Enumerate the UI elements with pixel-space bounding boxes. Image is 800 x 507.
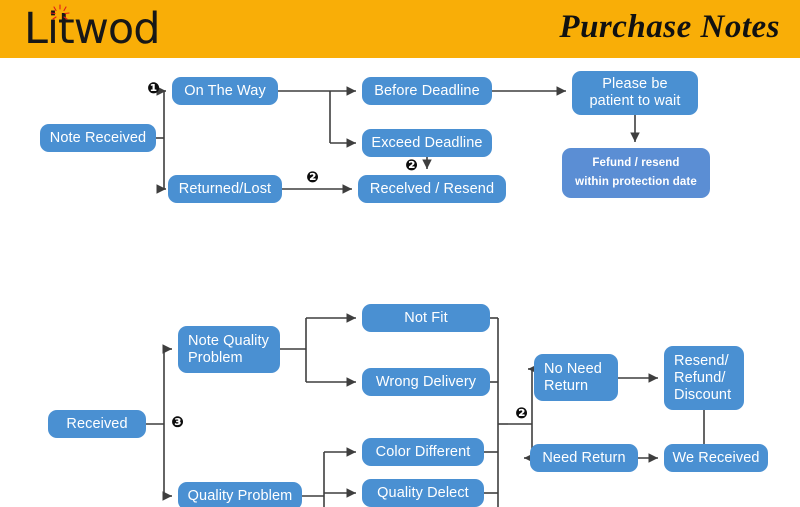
node-quality-problem[interactable]: Quality Problem	[178, 482, 302, 507]
node-please-wait[interactable]: Please be patient to wait	[572, 71, 698, 115]
flowchart-canvas: Note Received On The Way Returned/Lost B…	[0, 58, 800, 507]
brand-logo-text: Litwod	[24, 4, 161, 54]
node-we-received[interactable]: We Received	[664, 444, 768, 472]
step-marker-2-exceed: ❷	[405, 156, 418, 174]
step-marker-3: ❸	[171, 413, 184, 431]
step-marker-2-merge: ❷	[515, 404, 528, 422]
node-received-resend[interactable]: Recelved / Resend	[358, 175, 506, 203]
brand-logo: Litwod	[24, 4, 161, 54]
node-exceed-deadline[interactable]: Exceed Deadline	[362, 129, 492, 157]
node-before-deadline[interactable]: Before Deadline	[362, 77, 492, 105]
page-header: Litwod Purchase Notes	[0, 0, 800, 58]
node-wrong-delivery[interactable]: Wrong Delivery	[362, 368, 490, 396]
node-resend-refund[interactable]: Resend/ Refund/ Discount	[664, 346, 744, 410]
node-quality-delect[interactable]: Quality Delect	[362, 479, 484, 507]
node-note-received[interactable]: Note Received	[40, 124, 156, 152]
node-color-different[interactable]: Color Different	[362, 438, 484, 466]
step-marker-1: ❶	[147, 79, 160, 97]
node-not-fit[interactable]: Not Fit	[362, 304, 490, 332]
node-no-need-return[interactable]: No Need Return	[534, 354, 618, 401]
node-refund-resend[interactable]: Fefund / resend within protection date	[562, 148, 710, 198]
node-note-quality[interactable]: Note Quality Problem	[178, 326, 280, 373]
node-returned-lost[interactable]: Returned/Lost	[168, 175, 282, 203]
sun-dot-icon	[50, 4, 70, 20]
connector-lines	[146, 86, 705, 507]
step-marker-2-returned: ❷	[306, 168, 319, 186]
node-on-the-way[interactable]: On The Way	[172, 77, 278, 105]
node-need-return[interactable]: Need Return	[530, 444, 638, 472]
page-title: Purchase Notes	[559, 9, 780, 45]
node-received[interactable]: Received	[48, 410, 146, 438]
